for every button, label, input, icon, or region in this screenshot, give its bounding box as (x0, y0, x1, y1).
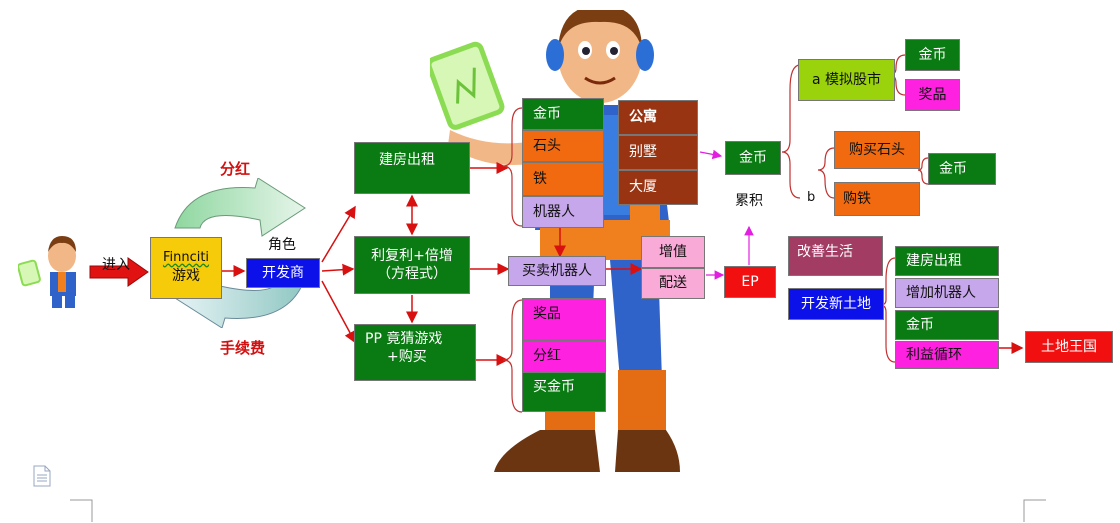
resource-stone: 石头 (522, 130, 604, 162)
fincity-game-box: Finnciti 游戏 (150, 237, 222, 299)
ep-box: EP (724, 266, 776, 298)
fincity-game: 游戏 (172, 268, 200, 285)
fincity-name: Finnciti (162, 250, 210, 266)
building-tower: 大厦 (618, 170, 698, 205)
stock-box: a 模拟股市 (798, 59, 895, 101)
resource-iron: 铁 (522, 162, 604, 196)
b-gold-box: 金币 (928, 153, 996, 185)
build-rent-box: 建房出租 (354, 142, 470, 194)
land-add-robot: 增加机器人 (895, 278, 999, 308)
fee-label: 手续费 (220, 339, 266, 357)
pp-game-box: PP 竟猜游戏 +购买 (354, 324, 476, 381)
small-mascot-icon (18, 236, 76, 308)
reward-dividend: 分红 (522, 340, 606, 372)
gold-top-box: 金币 (725, 141, 781, 175)
reward-buy-gold: 买金币 (522, 372, 606, 412)
accumulate-label: 累积 (735, 193, 763, 209)
compound-line2: （方程式） (377, 266, 447, 282)
buy-iron-box: 购铁 (834, 182, 920, 216)
trade-robot-box: 买卖机器人 (508, 256, 606, 286)
improve-life-box: 改善生活 (788, 236, 883, 276)
stock-gold: 金币 (905, 39, 960, 71)
building-villa: 别墅 (618, 135, 698, 170)
developer-box: 开发商 (246, 258, 320, 288)
land-kingdom-box: 土地王国 (1025, 331, 1113, 363)
new-land-box: 开发新土地 (788, 288, 884, 320)
value-add-box: 增值 (641, 236, 705, 268)
compound-line1: 利复利+倍增 (371, 247, 453, 264)
land-build-rent: 建房出租 (895, 246, 999, 276)
pp-line2: +购买 (387, 349, 427, 366)
resource-robot: 机器人 (522, 196, 604, 228)
role-label: 角色 (268, 237, 296, 253)
entry-label: 进入 (102, 257, 130, 273)
land-profit-cycle: 利益循环 (895, 341, 999, 369)
dividend-label: 分红 (220, 160, 251, 178)
delivery-box: 配送 (641, 268, 705, 299)
building-apartment: 公寓 (618, 100, 698, 135)
land-gold: 金币 (895, 310, 999, 340)
pp-line1: PP 竟猜游戏 (365, 331, 443, 347)
document-icon (33, 465, 51, 487)
compound-box: 利复利+倍增 （方程式） (354, 236, 470, 294)
buy-stone-box: 购买石头 (834, 131, 920, 169)
b-label: b (807, 190, 816, 205)
reward-prize: 奖品 (522, 298, 606, 340)
stock-prize: 奖品 (905, 79, 960, 111)
resource-gold: 金币 (522, 98, 604, 130)
